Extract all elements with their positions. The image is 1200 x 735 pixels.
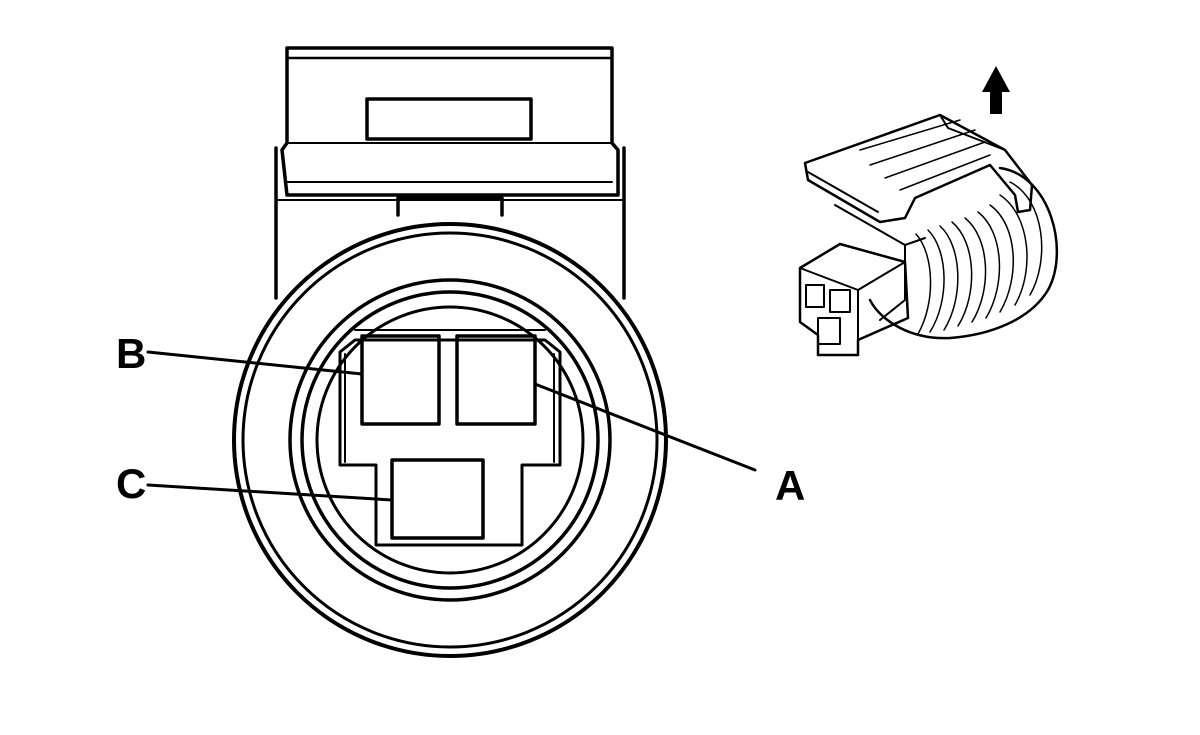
outer-ring-inner-edge xyxy=(241,231,659,649)
iso-cavity-right xyxy=(829,289,851,313)
leader-lines xyxy=(146,350,757,502)
connector-housing-top xyxy=(274,46,626,300)
iso-cavity-left xyxy=(805,284,825,308)
terminal-cavity-c xyxy=(390,458,485,540)
leader-line-a xyxy=(533,382,757,472)
inner-ring xyxy=(300,290,600,590)
connector-front-view: B C A xyxy=(116,46,805,658)
terminal-label-a: A xyxy=(775,462,805,509)
outer-ring xyxy=(232,222,668,658)
middle-ring xyxy=(288,278,612,602)
connector-boot xyxy=(868,166,1059,340)
leader-line-c xyxy=(146,483,394,502)
terminal-cavity-a xyxy=(455,334,537,426)
up-arrow-icon xyxy=(982,66,1010,114)
iso-cavity-bottom xyxy=(817,317,841,345)
terminal-face xyxy=(338,329,562,547)
terminal-cavity-b xyxy=(360,334,441,426)
connector-isometric-view xyxy=(798,66,1059,357)
connector-seal-rings xyxy=(232,222,668,658)
leader-line-b xyxy=(146,350,364,376)
connector-front-face xyxy=(798,242,910,357)
latch-window xyxy=(365,97,533,141)
cavity-ring xyxy=(315,305,585,575)
terminal-label-b: B xyxy=(116,330,146,377)
terminal-label-c: C xyxy=(116,460,146,507)
